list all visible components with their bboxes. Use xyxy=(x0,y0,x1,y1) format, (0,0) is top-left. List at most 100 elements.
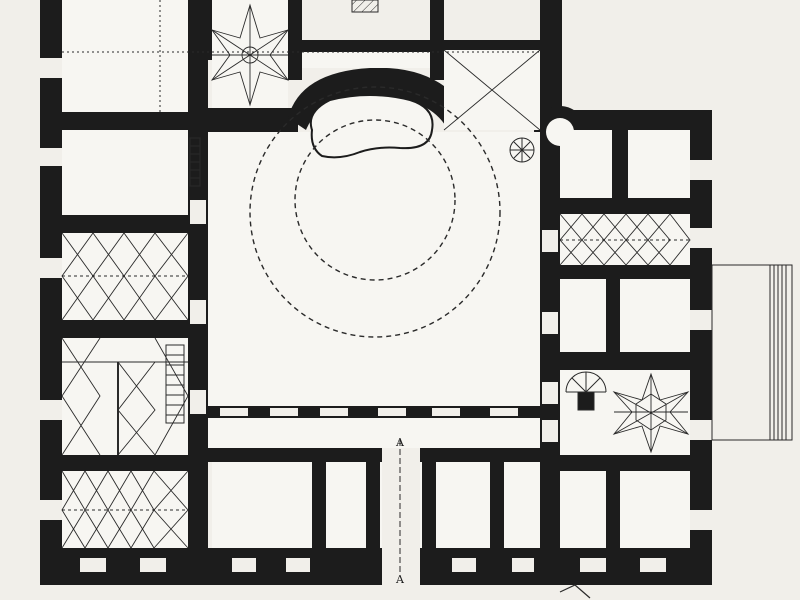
section-line xyxy=(62,0,540,575)
straight-stair-w xyxy=(165,344,185,424)
entrance-passage xyxy=(382,448,420,585)
east-partition-3 xyxy=(606,471,620,548)
room-east-6 xyxy=(620,471,690,548)
east-cross-wall-4 xyxy=(560,455,690,471)
north-room-wall-2 xyxy=(444,40,540,50)
section-marker-bottom: A xyxy=(395,573,405,586)
corner-fragment xyxy=(559,584,591,599)
room-south-1 xyxy=(212,462,312,548)
spiral-stair-east-newel xyxy=(577,391,595,411)
east-terrace-steps xyxy=(711,264,793,441)
dashed-circle-inner xyxy=(294,119,456,281)
north-room-wall-1 xyxy=(300,40,430,52)
spiral-stair-east-treads xyxy=(566,372,606,393)
east-north-wall xyxy=(560,110,690,130)
south-wing-north-wall xyxy=(208,448,540,462)
window-e-2 xyxy=(690,228,712,248)
room-vault-3 xyxy=(62,471,188,548)
arcade-1 xyxy=(220,408,248,416)
stair-w-flight xyxy=(165,344,185,424)
window-s-5 xyxy=(80,558,106,572)
west-cross-wall-2 xyxy=(62,320,188,338)
east-partition-1 xyxy=(612,130,628,198)
arcade-e-3 xyxy=(542,382,558,404)
south-partition-2 xyxy=(366,462,380,548)
window-s-6 xyxy=(140,558,166,572)
window-s-3 xyxy=(452,558,476,572)
room-east-2 xyxy=(628,130,690,198)
west-outer-wall xyxy=(40,0,62,585)
north-wall-segment-2 xyxy=(208,108,298,132)
east-cross-wall-2 xyxy=(560,265,690,279)
arcade-3 xyxy=(320,408,348,416)
window-s-2 xyxy=(286,558,310,572)
north-wall-segment-3 xyxy=(288,0,302,80)
terrace-outline xyxy=(711,264,793,441)
arcade-w-1 xyxy=(190,200,206,224)
vault-ribs-ne xyxy=(443,49,541,131)
arcade-5 xyxy=(432,408,460,416)
window-s-7 xyxy=(580,558,606,572)
star-vaults xyxy=(210,3,690,454)
room-east-4 xyxy=(620,279,690,352)
arcade-6 xyxy=(490,408,518,416)
south-partition-4 xyxy=(490,462,504,548)
window-openings xyxy=(40,58,712,585)
north-wall-segment-4 xyxy=(430,0,444,80)
section-marker-top: A xyxy=(395,436,405,449)
arcade-w-3 xyxy=(190,390,206,414)
room-vault-1 xyxy=(62,233,188,320)
window-e-4 xyxy=(690,420,712,440)
east-partition-2 xyxy=(606,279,620,352)
window-e-1 xyxy=(690,160,712,180)
hatched-niche xyxy=(351,0,379,13)
window-w-2 xyxy=(40,148,62,166)
room-nw-1 xyxy=(62,0,188,112)
window-w-5 xyxy=(40,500,62,520)
room-south-2 xyxy=(326,462,366,548)
east-cross-wall-3 xyxy=(560,352,690,370)
north-wall-segment-1 xyxy=(62,112,188,130)
ne-tower-interior xyxy=(546,118,574,146)
window-w-1 xyxy=(40,58,62,78)
vault-ribs xyxy=(61,49,691,549)
room-south-5 xyxy=(504,462,540,548)
south-base-right xyxy=(540,575,712,585)
room-north-1 xyxy=(302,52,430,68)
room-nw-2 xyxy=(62,130,188,215)
star-vault-east-core xyxy=(635,393,667,431)
spiral-stair-ne-treads xyxy=(510,138,534,162)
arcade-e-4 xyxy=(542,420,558,442)
room-east-3 xyxy=(560,279,606,352)
window-s-1 xyxy=(232,558,256,572)
straight-stair-nw xyxy=(189,137,201,187)
west-cross-wall-3 xyxy=(62,455,188,471)
arcade-2 xyxy=(270,408,298,416)
star-vault-north-boss xyxy=(241,46,259,64)
room-vault-2 xyxy=(62,338,188,455)
east-inner-wall xyxy=(540,140,560,585)
window-w-4 xyxy=(40,400,62,420)
east-cross-wall-1 xyxy=(560,198,690,214)
north-wall-segment-6 xyxy=(198,0,212,60)
courtyard-dashed-outlines xyxy=(249,86,501,338)
west-inner-wall xyxy=(188,0,208,585)
dashed-circle-outer xyxy=(249,86,501,338)
arcade-w-2 xyxy=(190,300,206,324)
window-w-3 xyxy=(40,258,62,278)
arcade-e-2 xyxy=(542,312,558,334)
stairs xyxy=(165,137,607,424)
window-s-4 xyxy=(512,558,534,572)
rotunda-wall xyxy=(288,67,478,130)
arcade-4 xyxy=(378,408,406,416)
south-partition-3 xyxy=(422,462,436,548)
west-cross-wall-1 xyxy=(62,215,188,233)
star-vault-east-ribs xyxy=(613,374,689,452)
window-s-8 xyxy=(640,558,666,572)
room-south-4 xyxy=(436,462,490,548)
south-wing-south-wall xyxy=(208,548,540,585)
vault-ribs-w2 xyxy=(61,337,189,456)
window-e-3 xyxy=(690,310,712,330)
